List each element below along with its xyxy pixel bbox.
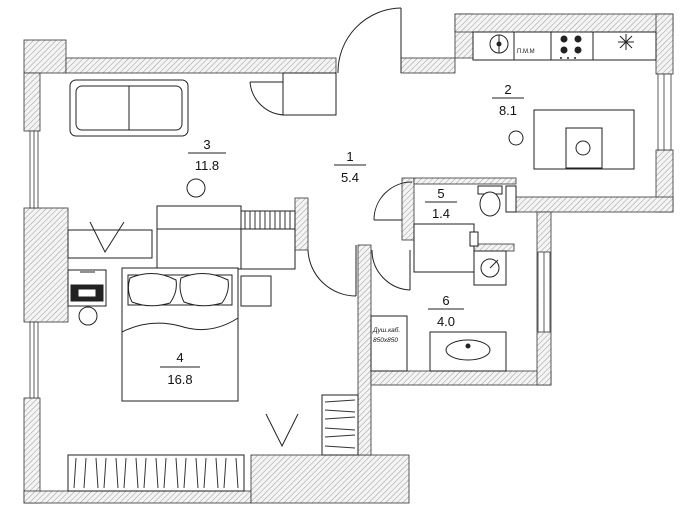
room-area-5: 1.4 [432,206,450,221]
room-label-5: 5 1.4 [425,186,457,221]
room-number-5: 5 [437,186,444,201]
room-area-4: 16.8 [167,372,192,387]
bedroom-door-swing [307,249,357,297]
room-area-6: 4.0 [437,314,455,329]
wall-partition-upper [294,197,309,251]
sofa [69,79,189,137]
kitchen-table [508,109,635,170]
washing-machine [473,250,507,286]
wall-top-left-stub [23,39,67,74]
shower-size: 850х850 [373,337,398,344]
fridge-icon [618,34,634,50]
room-number-6: 6 [442,293,449,308]
wall-bottom-right [250,454,410,504]
wardrobe-right-hangers [324,399,356,449]
room-label-2: 2 8.1 [492,82,524,118]
wall-bath-left [401,177,415,241]
wall-kitchen-bottom [515,196,674,213]
room-number-3: 3 [203,137,210,152]
dresser [67,269,107,307]
wall-kitchen-right [655,13,674,75]
wardrobe-hangers [73,457,239,489]
tv-stand [156,205,296,270]
desk-left [67,221,153,259]
wall-left-mid [23,207,69,323]
entry-door-swing [337,7,402,74]
room-area-1: 5.4 [341,170,359,185]
bath-cabinet [413,223,479,273]
wall-bottom [23,490,252,504]
room-label-4: 4 16.8 [160,350,200,387]
kitchen-sink [489,34,509,54]
stove [560,35,582,59]
room-area-3: 11.8 [195,158,219,173]
wall-bath-bottom [370,370,552,386]
ceiling-lamp-bedroom [78,306,98,326]
desk-chair-bottom [265,413,299,448]
walls [23,13,674,504]
wall-top-right [400,57,456,74]
living-door-swing [249,81,286,116]
wall-left-top [23,72,41,132]
room-label-1: 1 5.4 [334,149,366,185]
nightstand-right [240,275,272,307]
wall-top [65,57,337,74]
room-number-4: 4 [176,350,183,365]
wardrobe-right [321,394,359,456]
wc-sink-block [505,185,517,213]
wall-kitchen-top [454,13,674,33]
room-label-3: 3 11.8 [188,137,226,173]
wall-bath-top [413,177,517,185]
radiator-living [244,211,291,229]
toilet [477,185,503,217]
bath-sink [429,331,507,372]
room-label-6: 6 4.0 [428,293,464,329]
room-number-2: 2 [504,82,511,97]
wall-left-bottom [23,397,41,504]
shower-label: Душ.каб. [372,326,400,334]
bath-door-swing [371,249,411,291]
dishwasher-label: П.М.М [517,49,535,55]
wall-bedroom-right [357,244,372,456]
shower-cabin [370,315,408,372]
room-area-2: 8.1 [499,103,517,118]
doors [249,7,413,297]
ceiling-lamp-living [186,178,206,198]
window-kitchen [657,73,672,151]
room-number-1: 1 [346,149,353,164]
windows [29,73,672,399]
wardrobe-hall [240,228,296,270]
hall-cabinet [282,72,337,116]
bed [121,267,239,402]
wc-door-swing [373,181,413,221]
